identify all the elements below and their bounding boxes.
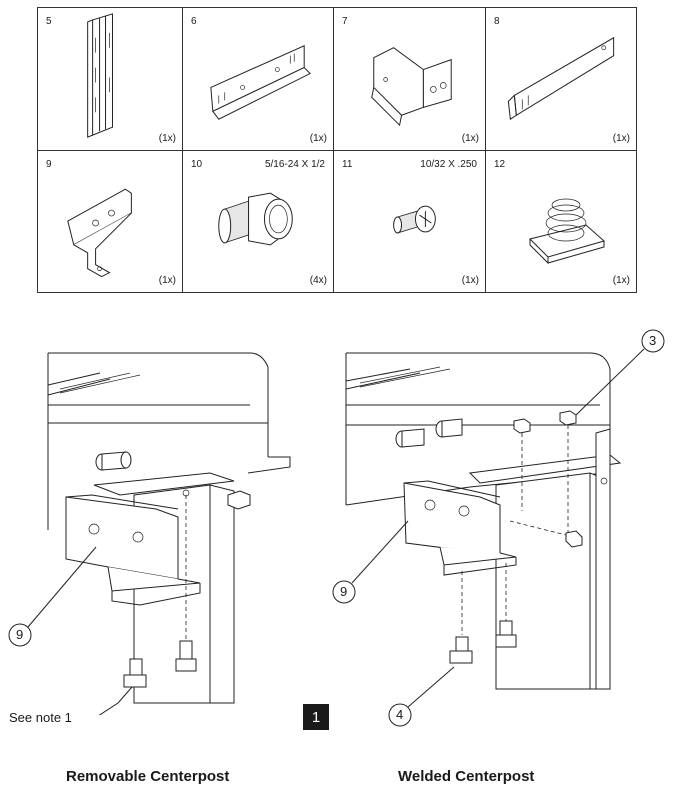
part-quantity: (1x) — [158, 275, 176, 286]
part-number: 10 — [191, 159, 203, 170]
part-quantity: (1x) — [309, 133, 327, 144]
part-spec: 10/32 X .250 — [420, 159, 477, 170]
welded-centerpost-caption: Welded Centerpost — [398, 768, 535, 785]
part-number: 7 — [342, 16, 348, 27]
part-cell-7: 7 (1x) — [334, 8, 486, 151]
part-quantity: (1x) — [461, 275, 479, 286]
see-note-label: See note 1 — [9, 710, 72, 725]
removable-centerpost-caption: Removable Centerpost — [66, 768, 230, 785]
part-cell-5: 5 (1x) — [38, 8, 183, 151]
part-quantity: (1x) — [612, 133, 630, 144]
removable-centerpost-diagram — [8, 352, 291, 715]
machine-screw-part-icon — [393, 205, 436, 234]
part-number: 5 — [46, 16, 52, 27]
part-cell-8: 8 (1x) — [486, 8, 636, 151]
parts-table: 5 (1x) 6 (1x) 7 (1x) — [37, 7, 637, 293]
offset-bracket-part-icon — [67, 188, 132, 278]
part-number: 12 — [494, 159, 506, 170]
corner-bracket-part-icon — [371, 47, 452, 127]
part-cell-12: 12 (1x) — [486, 151, 636, 292]
part-cell-9: 9 (1x) — [38, 151, 183, 292]
part-number: 6 — [191, 16, 197, 27]
hex-flange-bolt-part-icon — [218, 192, 293, 246]
part-spec: 5/16-24 X 1/2 — [264, 159, 325, 170]
spring-nut-part-icon — [529, 198, 606, 265]
part-quantity: (1x) — [461, 133, 479, 144]
part-number: 11 — [342, 159, 353, 170]
callout-9-left: 9 — [16, 627, 24, 642]
welded-centerpost-diagram — [332, 329, 665, 727]
part-quantity: (1x) — [612, 275, 630, 286]
part-quantity: (1x) — [158, 133, 176, 144]
part-quantity: (4x) — [309, 275, 327, 286]
long-flat-bracket-part-icon — [507, 36, 615, 121]
upright-channel-part-icon — [87, 13, 113, 138]
part-cell-11: 11 10/32 X .250 (1x) — [334, 151, 486, 292]
step-number-badge: 1 — [303, 704, 329, 730]
callout-9-right: 9 — [340, 584, 348, 599]
part-number: 8 — [494, 16, 500, 27]
long-angle-bracket-part-icon — [210, 44, 311, 120]
callout-3: 3 — [649, 333, 657, 348]
callout-4: 4 — [396, 707, 404, 722]
part-cell-10: 10 5/16-24 X 1/2 (4x) — [183, 151, 334, 292]
part-number: 9 — [46, 159, 52, 170]
part-cell-6: 6 (1x) — [183, 8, 334, 151]
